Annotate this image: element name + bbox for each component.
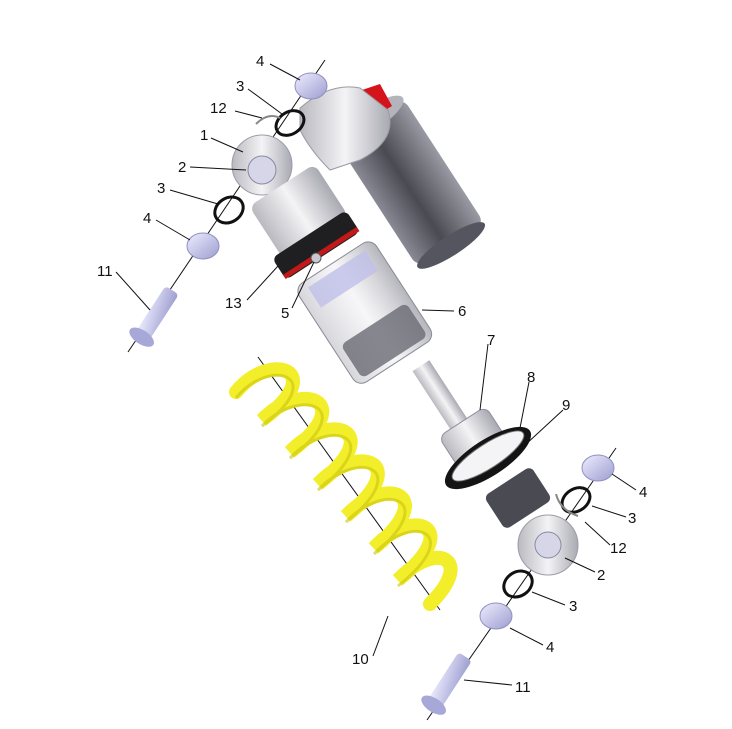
shock-body-tube (297, 241, 433, 384)
shock-body-head (231, 86, 391, 256)
callout-11-top: 11 (97, 263, 113, 280)
callout-3-right: 3 (628, 510, 636, 527)
washer-bottom-4 (479, 602, 513, 630)
coil-spring (229, 362, 458, 611)
spring-seat (444, 426, 532, 490)
shaft-assembly (412, 360, 579, 576)
leader-lines (115, 63, 637, 686)
callout-12-top: 12 (210, 100, 227, 117)
o-ring-mid-3 (213, 195, 245, 225)
callout-5: 5 (281, 305, 289, 322)
callout-2-bottom: 2 (597, 567, 605, 584)
callout-7: 7 (487, 332, 495, 349)
o-ring-top-3 (274, 109, 306, 137)
callout-3-top: 3 (236, 78, 244, 95)
callout-11-bottom: 11 (515, 679, 531, 696)
callout-4-bottom: 4 (546, 639, 554, 656)
callout-3-bottom: 3 (569, 598, 577, 615)
callout-3-mid: 3 (157, 180, 165, 197)
o-ring-bottom-3 (502, 569, 534, 599)
callout-4-top: 4 (256, 53, 264, 70)
callout-4-left: 4 (143, 210, 151, 227)
callout-12-right: 12 (610, 540, 627, 557)
washer-top-4 (294, 72, 328, 100)
o-ring-right-3 (560, 486, 592, 514)
bushing-top-12 (255, 115, 281, 125)
callout-2-top: 2 (178, 159, 186, 176)
hardware-bottom (421, 454, 615, 715)
callout-6: 6 (458, 303, 466, 320)
bolt-bottom-11 (421, 653, 471, 715)
callout-13: 13 (225, 295, 242, 312)
preload-collar (274, 212, 360, 280)
callout-1: 1 (200, 127, 208, 144)
callouts: 4 3 12 1 2 3 4 11 13 5 6 7 8 9 4 3 12 2 … (97, 53, 647, 696)
callout-8: 8 (527, 369, 535, 386)
hardware-top (129, 72, 328, 347)
callout-4-right: 4 (639, 484, 647, 501)
washer-left-4 (186, 232, 220, 260)
bushing-right-12 (555, 493, 579, 517)
callout-9: 9 (562, 397, 570, 414)
callout-10: 10 (352, 651, 369, 668)
washer-right-4 (581, 454, 615, 482)
lower-clevis (485, 468, 551, 528)
bolt-top-11 (129, 287, 178, 347)
